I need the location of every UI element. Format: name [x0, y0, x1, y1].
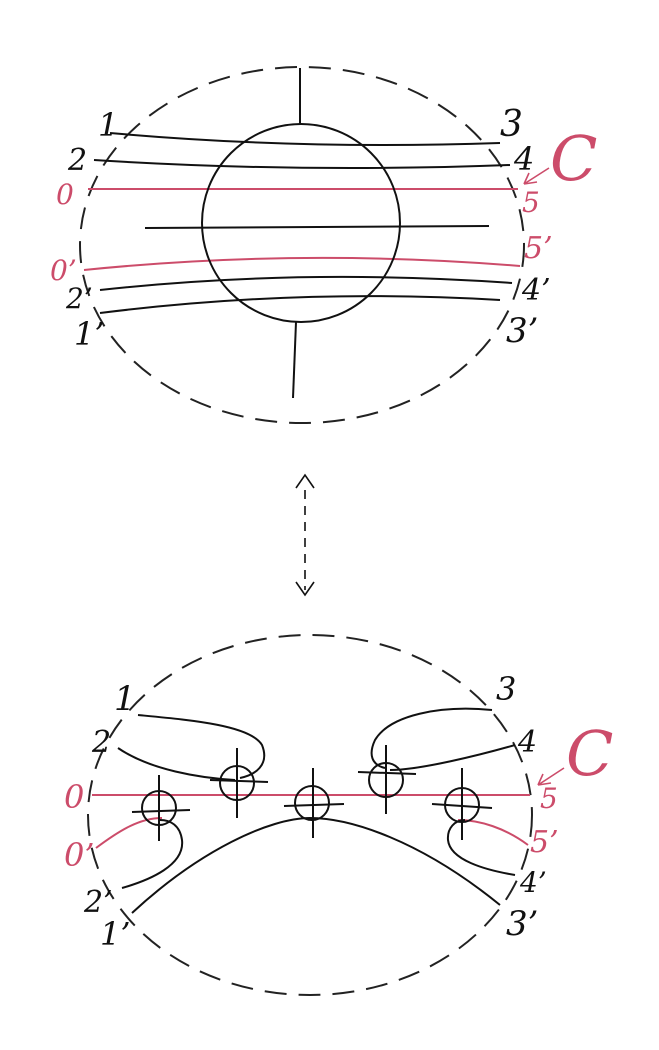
bottom-strand-4: [389, 744, 516, 771]
top-label-1p: 1’: [74, 315, 105, 353]
top-disk-chord: [144, 225, 490, 229]
top-label-2: 2: [67, 143, 87, 178]
double-headed-dashed-arrow-icon: [295, 473, 315, 597]
top-label-1: 1: [98, 106, 118, 144]
bottom-label-3: 3: [496, 670, 516, 708]
top-label-0: 0: [56, 178, 74, 211]
bottom-small-disk-5: [431, 768, 493, 840]
top-curve-label-c: C: [550, 122, 597, 195]
bottom-curve-label-c: C: [566, 717, 613, 790]
bottom-strand-1: [137, 714, 266, 779]
top-label-3: 3: [500, 104, 523, 145]
bottom-strand-4p: [446, 819, 516, 876]
bottom-small-disk-2: [209, 748, 269, 818]
bottom-label-4: 4: [517, 725, 537, 760]
bottom-label-0: 0: [64, 778, 84, 816]
top-strand-0p-5p: [83, 256, 521, 271]
top-label-2p: 2’: [65, 282, 93, 315]
top-disk-stem-down: [292, 321, 297, 399]
bottom-strand-3: [370, 707, 493, 769]
bottom-boundary-circle: [87, 634, 533, 996]
top-label-5: 5: [522, 186, 540, 219]
top-strand-2p-4p: [99, 275, 513, 291]
bottom-label-3p: 3’: [506, 904, 538, 944]
bottom-strand-5p: [457, 819, 529, 846]
bottom-label-1p: 1’: [100, 915, 131, 953]
bottom-small-disk-3: [283, 768, 345, 838]
bottom-small-disk-1: [131, 775, 191, 841]
top-strand-1-3: [109, 132, 501, 147]
top-boundary-circle: [79, 66, 525, 424]
top-label-5p: 5’: [524, 231, 553, 266]
top-diagram: 1 2 0 0’ 2’ 1’ 3 4 5 5’ 4’ 3’ C: [50, 66, 597, 424]
top-strand-2-4: [93, 159, 511, 170]
bottom-c-pointer-arrow-icon: [537, 767, 565, 786]
bottom-strand-0p: [95, 817, 163, 849]
bottom-label-5p: 5’: [530, 825, 559, 860]
bottom-strand-2: [117, 747, 236, 781]
bottom-label-0p: 0’: [64, 836, 95, 874]
top-label-4: 4: [513, 140, 534, 178]
bottom-label-5: 5: [540, 782, 558, 815]
top-c-pointer-arrow-icon: [523, 167, 550, 185]
top-label-4p: 4’: [521, 273, 551, 308]
top-central-disk: [201, 123, 401, 323]
bottom-label-1: 1: [114, 679, 136, 719]
bottom-label-2p: 2’: [83, 885, 113, 920]
bottom-small-disk-4: [357, 745, 417, 814]
bottom-diagram: 1 2 0 0’ 2’ 1’ 3 4 5 5’ 4’ 3’ C: [64, 634, 613, 996]
top-label-3p: 3’: [506, 311, 538, 351]
bottom-label-2: 2: [91, 725, 111, 760]
top-label-0p: 0’: [50, 254, 77, 287]
bottom-label-4p: 4’: [519, 866, 547, 899]
bottom-strand-1p-3p: [131, 816, 501, 914]
top-strand-1p-3p: [99, 295, 501, 314]
